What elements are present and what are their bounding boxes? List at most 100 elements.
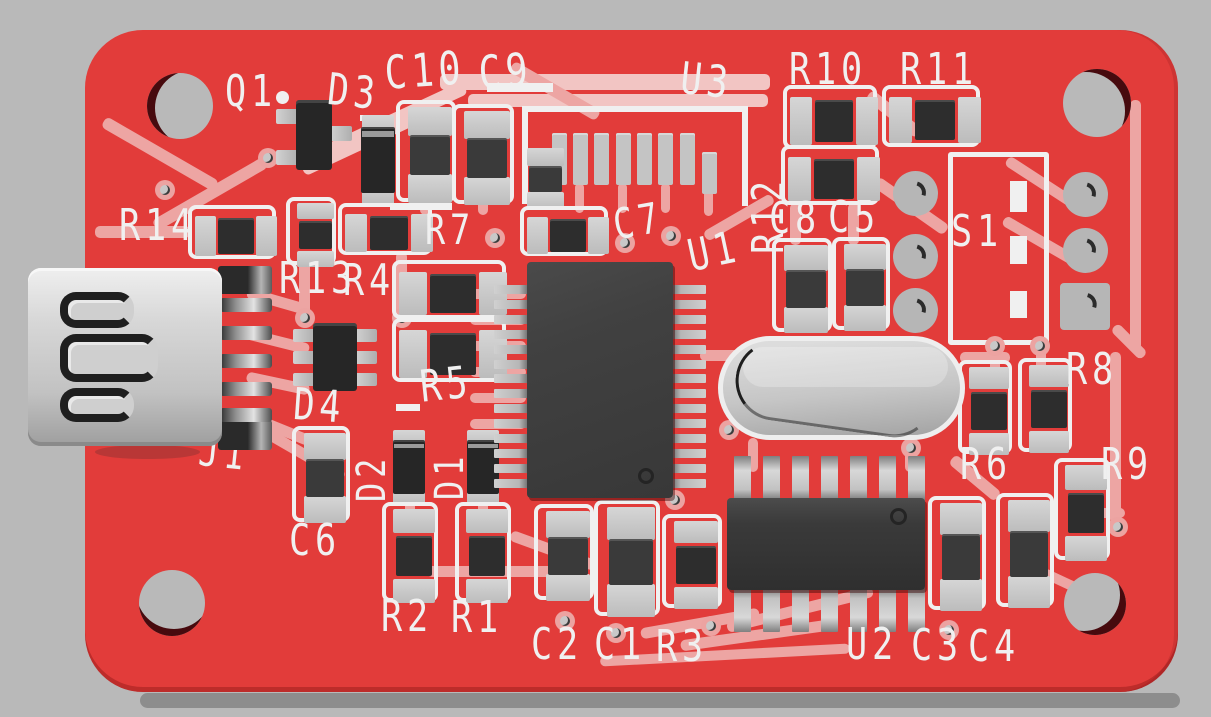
ic-u1-pin-left xyxy=(494,463,540,473)
silkscreen-label-R9: R9 xyxy=(1101,439,1153,490)
Q1-transistor-pin xyxy=(276,109,298,124)
R12-resistor xyxy=(781,145,881,205)
C10-capacitor-pad xyxy=(407,174,453,203)
usb-shell xyxy=(28,268,222,446)
ic-u1-pin-left xyxy=(494,419,540,429)
copper-trace xyxy=(299,260,310,320)
copper-trace xyxy=(575,183,584,213)
capacitor-unlabeled-pad xyxy=(526,147,564,167)
C2-capacitor-pad xyxy=(545,510,591,538)
via xyxy=(939,620,959,640)
via-hole xyxy=(1113,522,1123,532)
R2-resistor-pad xyxy=(393,579,435,603)
C7-capacitor-pad xyxy=(526,216,548,254)
silkscreen-label-Q1: Q1 xyxy=(225,66,277,117)
C3-capacitor-pad xyxy=(939,578,983,611)
via xyxy=(555,611,575,631)
C8-capacitor-pad xyxy=(783,306,829,334)
ic-u1-pin-left xyxy=(494,359,540,369)
C2-capacitor-pad xyxy=(545,574,591,602)
silkscreen-label-R4: R4 xyxy=(343,255,395,306)
R3-resistor-pad xyxy=(673,586,719,610)
via xyxy=(701,616,721,636)
copper-trace xyxy=(704,190,713,216)
usb-pin xyxy=(220,354,272,368)
silkscreen-label-C9: C9 xyxy=(476,42,535,100)
C5-capacitor-pad xyxy=(843,305,887,332)
R11-resistor xyxy=(882,85,982,147)
R1-resistor-pad xyxy=(466,579,508,603)
silkscreen-line xyxy=(1010,181,1027,212)
through-hole-pad xyxy=(893,234,938,279)
capacitor-unlabeled-body xyxy=(528,165,562,193)
mounting-hole-bottom-left xyxy=(139,570,205,636)
C9-capacitor-pad xyxy=(464,177,510,205)
smd-pad-u3-footprint xyxy=(637,133,652,185)
via-hole xyxy=(706,621,716,631)
smd-pad-u3-footprint xyxy=(680,133,695,185)
ic-u2-pin1-dot xyxy=(890,508,907,525)
drill-hole-crescent xyxy=(1068,177,1101,210)
usb-shell-slot-center xyxy=(60,334,158,382)
smd-pad-u3-footprint xyxy=(594,133,609,185)
ic-u1-pin1-dot xyxy=(638,468,654,484)
silkscreen-label-C4: C4 xyxy=(968,621,1020,672)
via-hole xyxy=(611,628,621,638)
silkscreen-label-U2: U2 xyxy=(846,619,898,670)
R1-resistor xyxy=(455,502,511,603)
via-hole xyxy=(670,495,680,505)
ic-u1-pin-left xyxy=(494,344,540,354)
via-hole xyxy=(666,231,676,241)
R11-resistor-pad xyxy=(957,97,982,143)
smd-pad-u3-footprint xyxy=(616,133,631,185)
ic-u1-pin-right xyxy=(660,434,706,443)
drill-hole-crescent xyxy=(898,239,931,272)
usb-shell-slot xyxy=(60,388,134,422)
usb-pin xyxy=(220,298,272,312)
silkscreen-label-C10: C10 xyxy=(382,40,468,100)
silkscreen-label-U1: U1 xyxy=(683,221,745,282)
silkscreen-line xyxy=(487,83,553,92)
usb-shell-tab-top xyxy=(218,266,272,294)
C2-capacitor-body xyxy=(548,536,588,576)
via xyxy=(606,623,626,643)
silkscreen-label-C3: C3 xyxy=(911,620,963,671)
via-hole xyxy=(724,425,734,435)
copper-trace xyxy=(748,438,758,472)
via xyxy=(295,308,315,328)
C5-capacitor-body xyxy=(845,268,885,307)
C3-capacitor xyxy=(928,496,986,611)
via-hole xyxy=(906,443,916,453)
via-hole xyxy=(944,625,954,635)
silkscreen-label-R5: R5 xyxy=(417,356,475,413)
ic-u1-pin-left xyxy=(494,478,540,488)
ic-u2-pin-bottom xyxy=(792,584,809,632)
C7-capacitor-pad xyxy=(588,216,610,254)
ic-u1 xyxy=(527,262,673,498)
silkscreen-label-C2: C2 xyxy=(531,619,583,670)
D4-sot23-5 xyxy=(313,323,357,391)
silkscreen-label-D3: D3 xyxy=(325,64,383,121)
ic-u1-pin-left xyxy=(494,374,540,384)
D4-sot23-5-pin xyxy=(293,329,315,342)
ic-u1-pin-left xyxy=(494,285,540,294)
R7-resistor-body xyxy=(370,215,408,251)
ic-u1-pin-right xyxy=(660,463,706,473)
ic-u1-pin-left xyxy=(494,314,540,324)
via-hole xyxy=(160,185,170,195)
silkscreen-label-C5: C5 xyxy=(828,192,880,243)
C10-capacitor-body xyxy=(410,134,450,176)
R8-resistor-pad xyxy=(1029,430,1069,454)
C1-capacitor-pad xyxy=(606,507,656,540)
R4-resistor-body xyxy=(430,274,476,313)
ic-u1-pin-left xyxy=(494,434,540,443)
ic-u2-pin-bottom xyxy=(879,584,896,632)
via xyxy=(985,336,1005,356)
usb-shadow xyxy=(95,445,200,459)
R12-resistor-body xyxy=(814,159,854,199)
C5-capacitor xyxy=(832,237,890,332)
R12-resistor-pad xyxy=(787,156,812,202)
copper-trace xyxy=(700,350,746,361)
through-hole-pad xyxy=(893,288,938,333)
copper-trace xyxy=(95,226,190,238)
